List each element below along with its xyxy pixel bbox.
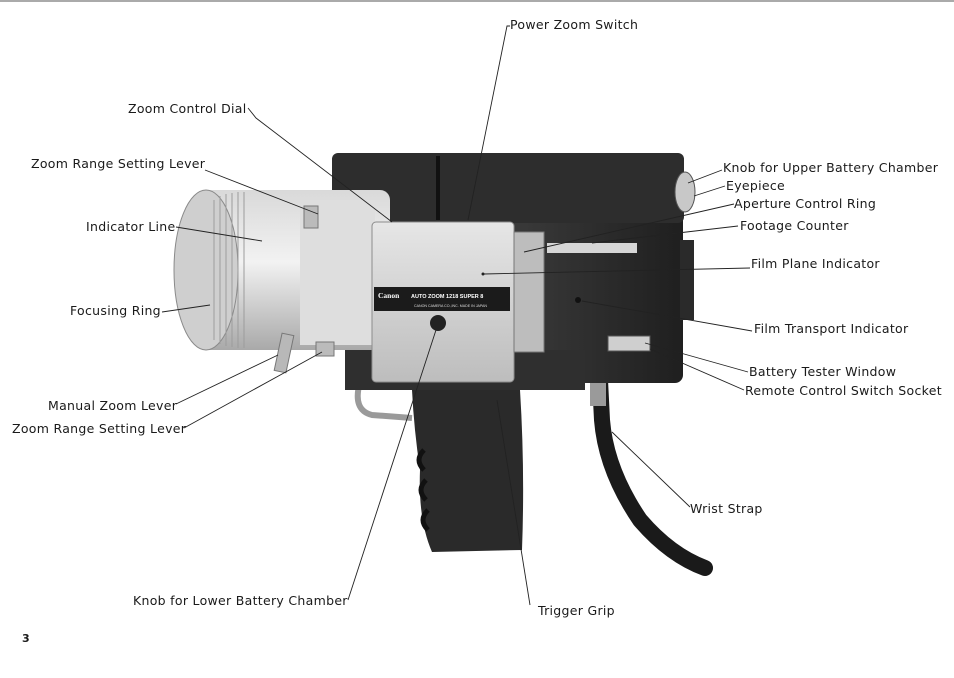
manual-zoom-lever <box>273 332 295 374</box>
battery-tester-window <box>607 335 651 352</box>
wrist-strap <box>592 372 713 576</box>
lower-battery-knob <box>430 315 446 331</box>
label-knob-lower-battery: Knob for Lower Battery Chamber <box>133 593 348 608</box>
focusing-ring-ticks <box>213 192 245 348</box>
strap-ring <box>590 378 606 406</box>
aperture-control-ring <box>513 231 545 353</box>
label-zoom-range-setting-lever-bottom: Zoom Range Setting Lever <box>12 421 187 436</box>
label-film-transport-indicator: Film Transport Indicator <box>754 321 909 336</box>
footage-counter <box>547 243 637 253</box>
rear-plate <box>680 240 694 320</box>
label-battery-tester-window: Battery Tester Window <box>749 364 897 379</box>
label-aperture-control-ring: Aperture Control Ring <box>734 196 877 211</box>
grip-ridges <box>416 448 430 532</box>
leader-lines <box>161 25 753 606</box>
power-zoom-switch-mark <box>436 156 440 220</box>
label-focusing-ring: Focusing Ring <box>70 303 161 318</box>
label-manual-zoom-lever: Manual Zoom Lever <box>48 398 178 413</box>
trigger-grip <box>412 390 524 552</box>
label-knob-upper-battery: Knob for Upper Battery Chamber <box>723 160 939 175</box>
zoom-range-lever-top <box>303 205 319 229</box>
label-indicator-line: Indicator Line <box>86 219 176 234</box>
label-wrist-strap: Wrist Strap <box>690 501 763 516</box>
film-transport-dot <box>575 297 581 303</box>
lens-front <box>173 189 239 351</box>
label-power-zoom-switch: Power Zoom Switch <box>510 17 639 32</box>
plate-brand: Canon <box>378 291 400 300</box>
label-zoom-control-dial: Zoom Control Dial <box>128 101 247 116</box>
eyepiece <box>674 171 696 213</box>
label-trigger-grip: Trigger Grip <box>538 603 615 618</box>
page-number: 3 <box>22 632 30 645</box>
label-film-plane-indicator: Film Plane Indicator <box>751 256 880 271</box>
plate-model: AUTO ZOOM 1218 SUPER 8 <box>411 294 483 300</box>
model-plate <box>374 287 510 311</box>
plate-maker: CANON CAMERA CO.,INC. MADE IN JAPAN <box>414 304 487 308</box>
upper-battery-chamber <box>332 153 684 223</box>
label-zoom-range-setting-lever-top: Zoom Range Setting Lever <box>31 156 206 171</box>
label-footage-counter: Footage Counter <box>740 218 849 233</box>
label-eyepiece: Eyepiece <box>726 178 786 193</box>
film-plane-dot <box>481 272 485 276</box>
label-remote-control-socket: Remote Control Switch Socket <box>745 383 942 398</box>
